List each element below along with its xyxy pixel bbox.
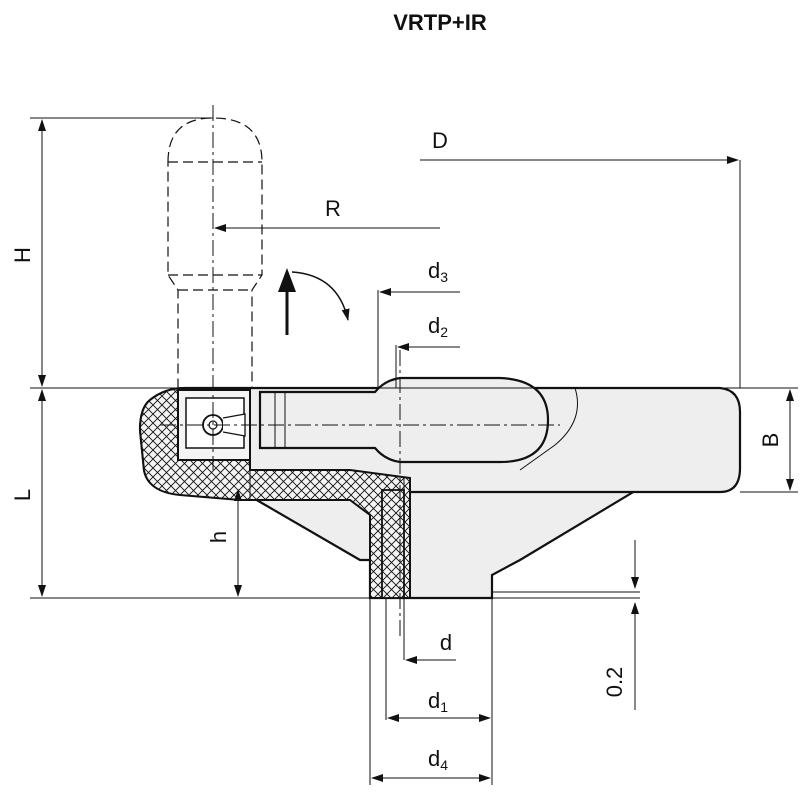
dim-label-R: R	[325, 196, 341, 221]
rotation-arrow-icon	[278, 268, 350, 335]
dim-label-d: d	[440, 630, 452, 655]
dim-label-h: h	[206, 531, 231, 543]
centerlines	[160, 105, 560, 640]
handle-solid	[258, 376, 550, 464]
dim-label-H: H	[10, 247, 35, 263]
dim-label-B: B	[758, 433, 783, 448]
dimension-lines	[38, 119, 794, 782]
dim-label-d4: d4	[428, 746, 448, 773]
dim-label-d2: d2	[428, 313, 448, 340]
dim-label-gap: 0.2	[602, 667, 627, 698]
dim-label-D: D	[432, 128, 448, 153]
dim-label-d1: d1	[428, 688, 448, 715]
dim-label-L: L	[10, 489, 35, 501]
dim-label-d3: d3	[428, 258, 448, 285]
extension-lines	[30, 117, 798, 785]
handle-phantom	[167, 117, 263, 389]
drawing-title: VRTP+IR	[393, 10, 487, 35]
